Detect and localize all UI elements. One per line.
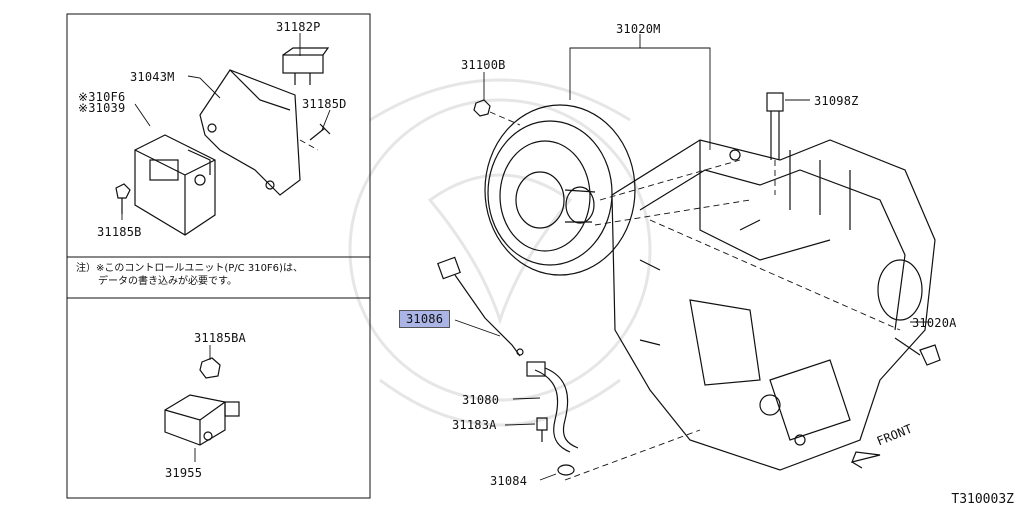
label-310F6: ※310F6 xyxy=(78,90,126,104)
bolt-31185D-drawing xyxy=(309,123,331,141)
programming-note: 注）※このコントロールユニット(P/C 310F6)は、 データの書き込みが必要… xyxy=(76,262,356,288)
label-31182P: 31182P xyxy=(276,20,321,34)
label-31100B: 31100B xyxy=(461,58,506,72)
control-unit-drawing xyxy=(134,134,216,236)
watermark-emblem xyxy=(348,78,652,427)
label-31039: ※31039 xyxy=(78,101,126,115)
label-31098Z: 31098Z xyxy=(814,94,859,108)
front-arrow xyxy=(851,451,881,469)
label-31084: 31084 xyxy=(490,474,528,488)
label-31043M: 31043M xyxy=(130,70,175,84)
bracket-drawing xyxy=(199,69,301,196)
note-line-2: データの書き込みが必要です。 xyxy=(98,276,237,287)
label-31955: 31955 xyxy=(165,466,203,480)
o-ring-31084-drawing xyxy=(557,464,575,476)
label-31020A: 31020A xyxy=(912,316,957,330)
label-31185BA: 31185BA xyxy=(194,331,246,345)
connector-drawing xyxy=(282,47,330,85)
nut-31185BA-drawing xyxy=(199,357,221,379)
label-31080: 31080 xyxy=(462,393,500,407)
label-31183A: 31183A xyxy=(452,418,497,432)
label-31185D: 31185D xyxy=(302,97,347,111)
sensor-31955-drawing xyxy=(164,394,240,446)
hose-31080-drawing xyxy=(526,361,579,453)
ecu-panel-frame xyxy=(66,13,371,299)
torque-converter-drawing xyxy=(484,104,636,276)
bolt-31185B-drawing xyxy=(115,183,131,214)
speed-sensor-31086-drawing xyxy=(437,256,524,357)
label-31185B: 31185B xyxy=(97,225,142,239)
label-31020M: 31020M xyxy=(616,22,661,36)
note-line-1: 注）※このコントロールユニット(P/C 310F6)は、 xyxy=(76,263,303,274)
bolt-31020A-drawing xyxy=(894,337,941,366)
bolt-31098Z-drawing xyxy=(766,92,784,160)
transmission-housing-drawing xyxy=(611,139,936,471)
label-31086-highlighted[interactable]: 31086 xyxy=(399,310,451,328)
sensor-panel-frame xyxy=(66,297,371,499)
bolt-31183A-drawing xyxy=(536,417,548,442)
figure-id: T310003Z xyxy=(951,492,1014,507)
